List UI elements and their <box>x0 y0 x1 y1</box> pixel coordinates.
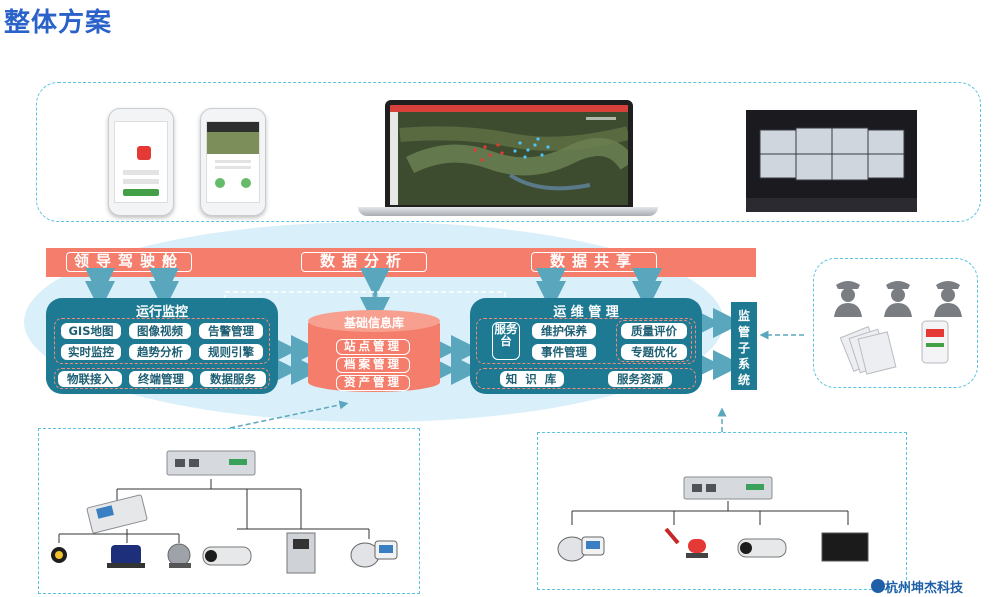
service-desk-item: 服务台 <box>492 322 520 360</box>
field-devices-right <box>537 432 907 590</box>
water-pump <box>107 545 145 568</box>
terminal-management-item: 终端管理 <box>129 371 193 387</box>
level-sensor <box>51 547 67 563</box>
inspectors-panel <box>813 258 978 388</box>
controller-device <box>86 494 148 534</box>
operation-maintenance-title: 运 维 管 理 <box>553 305 619 320</box>
data-sharing-label: 数据共享 <box>531 252 657 272</box>
operation-monitoring-title: 运行监控 <box>135 305 188 320</box>
incident-management-item: 事件管理 <box>532 344 596 360</box>
maintenance-item: 维护保养 <box>532 323 596 339</box>
knowledge-base-item: 知 识 库 <box>500 371 564 387</box>
company-name: 杭州坤杰科技 <box>885 581 964 596</box>
realtime-monitoring-item: 实时监控 <box>61 344 121 360</box>
iot-access-item: 物联接入 <box>58 371 122 387</box>
monitor-wall-image <box>746 110 917 212</box>
asset-management-item: 资产管理 <box>336 375 410 391</box>
analyzer-cabinet <box>286 532 316 574</box>
field-devices-right-graphic <box>557 476 869 562</box>
database-title: 基础信息库 <box>343 316 404 330</box>
access-services-group <box>54 368 270 389</box>
phone-login-image <box>108 108 174 216</box>
quality-group <box>616 320 692 362</box>
maintenance-functions-group <box>476 318 696 364</box>
operation-monitoring-panel: 运行监控 GIS地图 图像视频 告警管理 实时监控 趋势分析 规则引擎 物联接入… <box>46 298 278 394</box>
company-logo-icon <box>871 579 885 593</box>
phone-app-image <box>200 108 266 216</box>
display-panel <box>821 532 869 562</box>
image-video-item: 图像视频 <box>129 323 191 339</box>
camera-right <box>737 538 787 558</box>
client-devices-panel <box>36 82 981 222</box>
field-devices-left <box>38 428 420 594</box>
laptop-gis-map-image <box>385 100 633 210</box>
gis-map-item: GIS地图 <box>61 323 121 339</box>
inspector-icons <box>834 281 962 375</box>
flowmeter-left <box>350 540 398 568</box>
flowmeter-right <box>557 536 605 562</box>
site-management-item: 站点管理 <box>336 339 410 355</box>
quality-evaluation-item: 质量评价 <box>621 323 687 339</box>
laptop-base <box>358 207 658 216</box>
alarm-light <box>664 527 708 558</box>
trend-analysis-item: 趋势分析 <box>129 344 191 360</box>
topic-optimization-item: 专题优化 <box>621 344 687 360</box>
leadership-cockpit-label: 领导驾驶舱 <box>66 252 192 272</box>
rule-engine-item: 规则引擎 <box>199 344 263 360</box>
data-service-item: 数据服务 <box>200 371 266 387</box>
gateway-device-left <box>166 450 256 476</box>
page-title: 整体方案 <box>4 8 113 38</box>
archive-management-item: 档案管理 <box>336 357 410 373</box>
gateway-device-right <box>683 476 773 500</box>
camera-left <box>202 546 252 566</box>
field-devices-left-graphic <box>51 450 398 574</box>
database-top <box>308 310 440 332</box>
monitoring-functions-group <box>54 318 270 364</box>
service-resources-item: 服务资源 <box>608 371 672 387</box>
alarm-management-item: 告警管理 <box>199 323 263 339</box>
knowledge-resources-group <box>476 368 696 389</box>
operation-maintenance-panel: 运 维 管 理 服务台 维护保养 事件管理 质量评价 专题优化 知 识 库 服务… <box>470 298 702 394</box>
supervision-subsystem: 监管子系统 <box>731 302 757 390</box>
supervision-subsystem-label: 监管子系统 <box>737 309 750 387</box>
blower <box>167 543 191 568</box>
